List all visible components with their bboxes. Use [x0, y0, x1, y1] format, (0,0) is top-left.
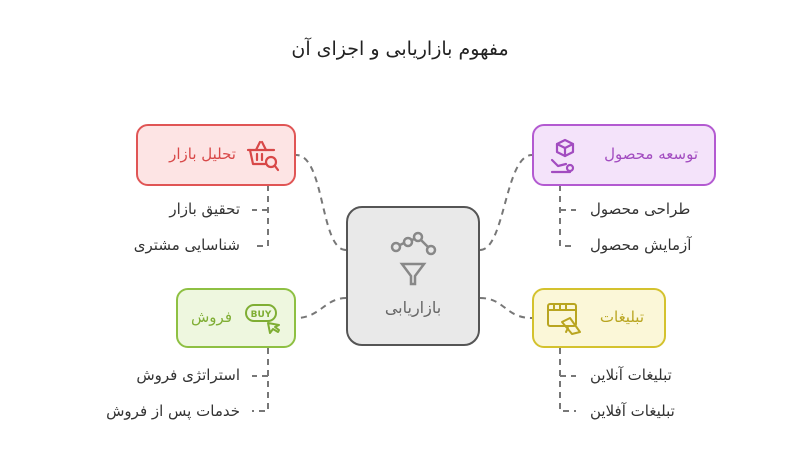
center-node-marketing[interactable]: بازاریابی: [346, 206, 480, 346]
market-item-research: تحقیق بازار: [169, 200, 240, 218]
connector-product-sub: [559, 185, 576, 247]
megaphone-screen-icon: [547, 303, 581, 335]
product-item-design: طراحی محصول: [590, 200, 691, 218]
connector-ads-sub: [559, 348, 576, 412]
connector-market: [295, 154, 347, 251]
sales-item-aftersales: خدمات پس از فروش: [106, 402, 240, 420]
connector-product: [479, 154, 533, 251]
svg-text:BUY: BUY: [251, 310, 272, 320]
market-item-customer: شناسایی مشتری: [133, 236, 240, 254]
ads-item-online: تبلیغات آنلاین: [590, 366, 672, 384]
node-product-development[interactable]: توسعه محصول: [532, 124, 716, 186]
funnel-network-icon: [390, 231, 437, 286]
connector-sales: [295, 297, 347, 319]
basket-search-icon: [246, 140, 280, 172]
product-robot-arm-icon: [550, 138, 575, 174]
node-market-analysis[interactable]: تحلیل بازار: [136, 124, 296, 186]
connector-sales-sub: [252, 348, 269, 412]
buy-badge-icon: BUY: [245, 304, 280, 334]
connector-market-sub: [252, 185, 269, 247]
diagram-title: مفهوم بازاریابی و اجزای آن: [291, 38, 509, 60]
node-market-analysis-label: تحلیل بازار: [169, 145, 236, 163]
center-label: بازاریابی: [384, 298, 442, 317]
sales-item-strategy: استراتژی فروش: [136, 366, 240, 384]
connector-ads: [479, 297, 533, 319]
ads-item-offline: تبلیغات آفلاین: [590, 402, 675, 420]
node-sales[interactable]: فروش BUY: [176, 288, 296, 348]
node-product-development-label: توسعه محصول: [604, 145, 698, 163]
node-advertising-label: تبلیغات: [599, 308, 644, 326]
product-item-test: آزمایش محصول: [590, 236, 692, 254]
node-advertising[interactable]: تبلیغات: [532, 288, 666, 348]
node-sales-label: فروش: [190, 308, 232, 326]
